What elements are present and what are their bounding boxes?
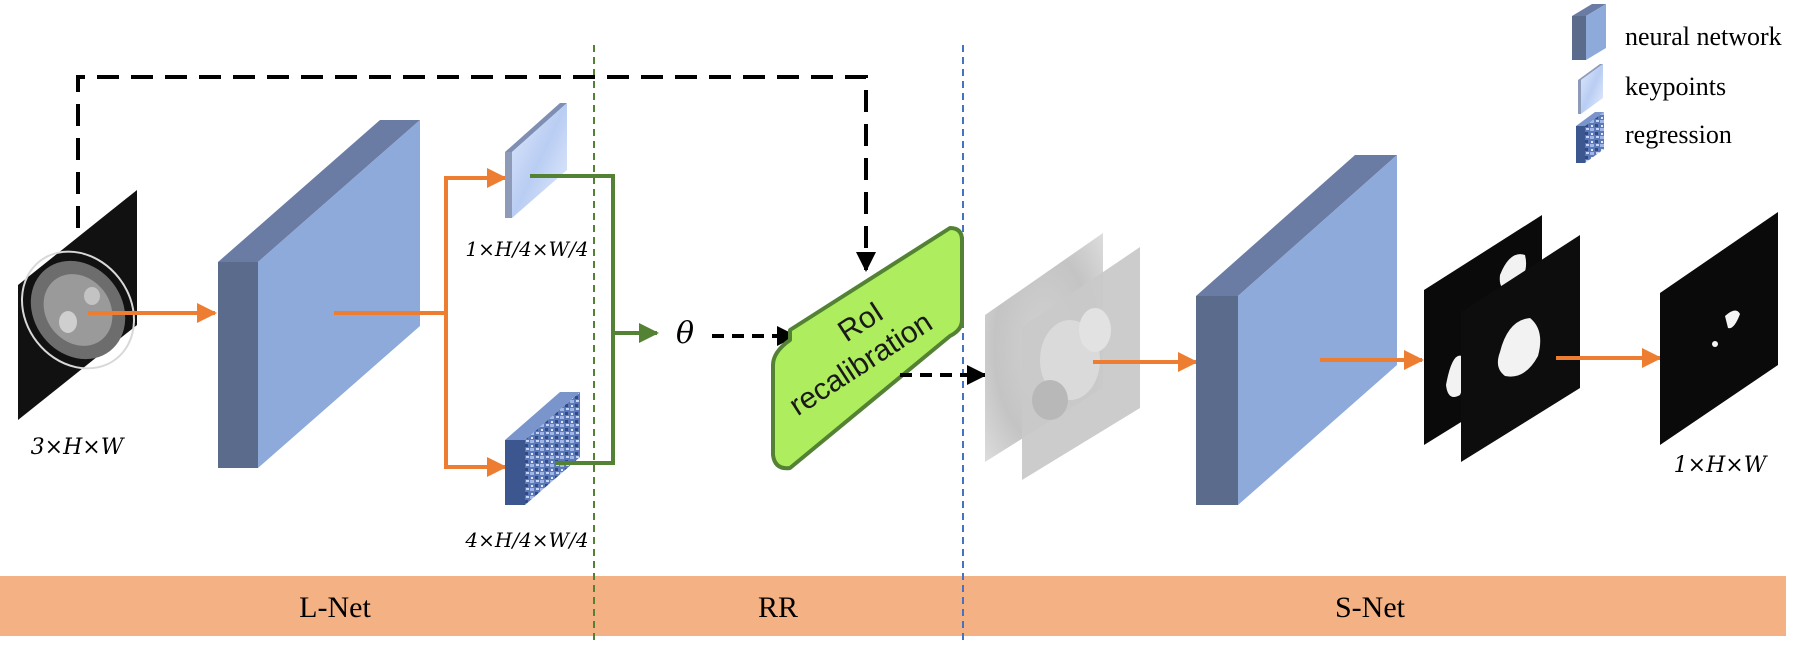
legend-network-label: neural network xyxy=(1625,22,1782,51)
theta-label: θ xyxy=(676,316,694,351)
legend-keypoints-icon xyxy=(1578,64,1603,114)
stage-label-snet: S-Net xyxy=(1335,591,1406,624)
predicted-masks xyxy=(1424,215,1580,462)
legend-network-icon xyxy=(1572,4,1606,60)
skip-connection-arrow xyxy=(76,75,876,272)
arrow-keypoints-merge xyxy=(530,174,615,338)
stage-band xyxy=(0,576,1786,636)
arrow-regression-merge xyxy=(555,338,615,465)
lnet-network-block xyxy=(218,120,420,468)
input-ct-image xyxy=(18,190,137,420)
legend-regression-label: regression xyxy=(1625,120,1732,149)
legend-keypoints-label: keypoints xyxy=(1625,72,1726,101)
keypoints-heatmap xyxy=(505,103,567,218)
cropped-roi-slices xyxy=(985,233,1140,480)
roi-recalibration-block: RoI recalibration xyxy=(771,226,964,471)
keypoints-dim-label: 1×H/4×W/4 xyxy=(465,237,588,261)
input-dim-label: 3×H×W xyxy=(31,435,126,460)
legend: neural network keypoints regression xyxy=(1572,4,1782,163)
stage-label-lnet: L-Net xyxy=(299,591,371,624)
output-dim-label: 1×H×W xyxy=(1674,453,1769,478)
regression-map xyxy=(505,392,580,505)
snet-network-block xyxy=(1196,155,1397,505)
legend-regression-icon xyxy=(1576,112,1604,163)
output-mask xyxy=(1660,212,1778,445)
stage-label-rr: RR xyxy=(758,591,798,624)
arrow-lnet-fork xyxy=(334,168,507,315)
arrow-lnet-fork-lower xyxy=(444,313,507,477)
regression-dim-label: 4×H/4×W/4 xyxy=(464,528,588,552)
